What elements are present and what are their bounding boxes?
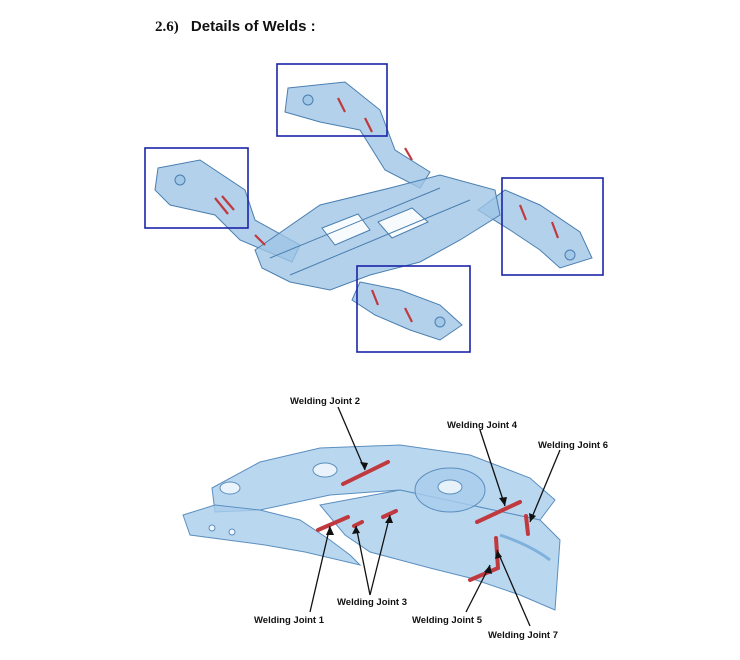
- detail-hole: [219, 481, 241, 495]
- weld-region-box-top: [276, 63, 388, 137]
- bogie-frame-overview: [154, 81, 593, 341]
- leader-lines: [309, 406, 561, 627]
- overview-weld-marks: [214, 97, 560, 323]
- section-title: Details of Welds :: [190, 18, 316, 35]
- arrowhead: [385, 515, 393, 523]
- detail-tube: [499, 533, 551, 562]
- detail-hole: [312, 462, 338, 478]
- side-frame-detail: [182, 444, 561, 611]
- label-welding-joint-1: Welding Joint 1: [254, 615, 325, 626]
- weld-joint-3-mark-a: [352, 520, 364, 528]
- label-welding-joint-5: Welding Joint 5: [412, 615, 483, 626]
- frame-opening-2: [377, 207, 429, 239]
- detail-bolt-hole: [228, 528, 236, 536]
- arrowhead: [495, 550, 502, 559]
- weld-region-box-left: [144, 147, 249, 229]
- weld-mark: [337, 97, 346, 113]
- frame-center: [254, 174, 501, 291]
- label-welding-joint-6: Welding Joint 6: [538, 440, 608, 451]
- section-number: 2.6): [155, 19, 179, 35]
- leader-joint-3-a: [355, 525, 371, 596]
- weld-region-box-right: [501, 177, 604, 276]
- weld-joint-2-mark: [341, 460, 390, 486]
- section-heading: 2.6) Details of Welds :: [155, 18, 316, 36]
- arrowhead: [326, 526, 334, 535]
- weld-region-box-bottom: [356, 265, 471, 353]
- leader-joint-4: [479, 429, 506, 507]
- detail-bolt-hole: [208, 524, 216, 532]
- label-welding-joint-4: Welding Joint 4: [447, 420, 518, 431]
- weld-mark: [221, 195, 235, 211]
- weld-mark: [404, 307, 413, 323]
- leader-joint-2: [337, 406, 366, 471]
- arrowhead: [484, 565, 492, 574]
- weld-joint-3-mark-b: [381, 509, 398, 519]
- weld-mark: [518, 204, 528, 221]
- weld-joint-5-mark: [468, 566, 500, 582]
- leader-joint-3-b: [369, 514, 391, 596]
- leader-joint-7: [496, 549, 531, 627]
- weld-mark: [370, 289, 380, 306]
- frame-rail-2: [289, 199, 471, 276]
- lug-4: [434, 316, 446, 328]
- weld-mark: [364, 117, 373, 133]
- arrowhead: [360, 462, 368, 470]
- weld-joint-4-mark: [475, 500, 522, 524]
- label-welding-joint-2: Welding Joint 2: [290, 396, 360, 407]
- weld-region-boxes: [144, 63, 604, 353]
- detail-housing-bore: [437, 479, 463, 495]
- arrowhead: [529, 513, 536, 522]
- weld-mark: [550, 221, 560, 239]
- detail-weld-marks: [316, 460, 530, 582]
- weld-joint-6-mark: [524, 514, 530, 536]
- lug-1: [174, 174, 186, 186]
- weld-mark: [404, 147, 413, 161]
- label-welding-joint-3: Welding Joint 3: [337, 597, 407, 608]
- label-welding-joint-7: Welding Joint 7: [488, 630, 558, 641]
- leader-arrowheads: [326, 462, 536, 574]
- frame-rail-1: [269, 187, 441, 259]
- weld-mark: [254, 234, 266, 246]
- lug-2: [302, 94, 314, 106]
- arrowhead: [499, 497, 507, 506]
- leader-joint-6: [529, 449, 561, 523]
- lug-3: [564, 249, 576, 261]
- detail-front-web: [182, 504, 362, 566]
- arrowhead: [352, 526, 360, 534]
- leader-joint-5: [465, 564, 491, 613]
- weld-mark: [214, 197, 229, 215]
- weld-joint-1-mark: [316, 515, 350, 532]
- leader-joint-1: [309, 525, 331, 613]
